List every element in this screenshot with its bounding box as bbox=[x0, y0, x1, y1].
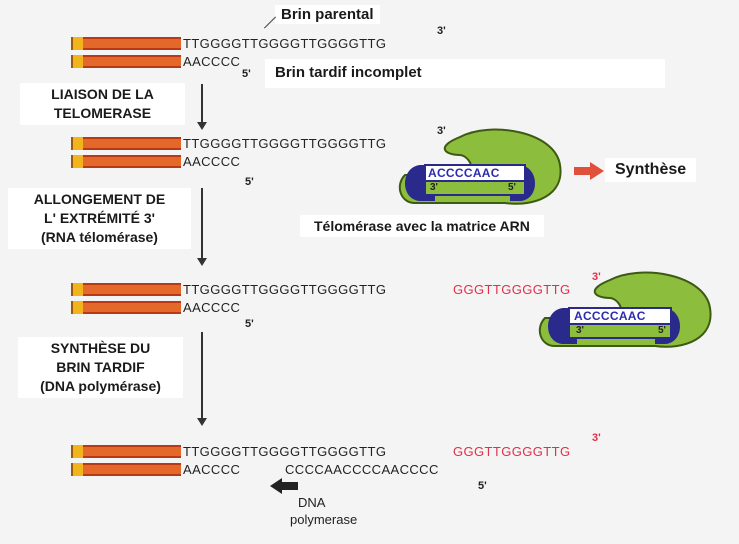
telomerase-enzyme-2 bbox=[538, 271, 712, 348]
dna-polymerase-arrow-icon bbox=[270, 478, 298, 494]
step-allongement: ALLONGEMENT DE L' EXTRÉMITÉ 3' (RNA télo… bbox=[8, 188, 191, 249]
arrow-down-3 bbox=[197, 332, 207, 426]
seq-new-lagging: CCCCAACCCCAACCCC bbox=[285, 462, 439, 477]
seq-extension-3: GGGTTGGGGTTG bbox=[453, 282, 571, 297]
template-3-1: 3' bbox=[430, 182, 438, 193]
seq-tardif-4: AACCCC bbox=[183, 462, 241, 477]
strand-bar-parental-2 bbox=[71, 137, 181, 150]
strand-bar-parental-1 bbox=[71, 37, 181, 50]
rna-template-1: ACCCCAAC bbox=[428, 166, 500, 180]
strand-bar-tardif-4 bbox=[71, 463, 181, 476]
rna-template-2: ACCCCAAC bbox=[574, 309, 646, 323]
template-3-2: 3' bbox=[576, 325, 584, 336]
seq-tardif-1: AACCCC bbox=[183, 54, 241, 69]
strand-bar-parental-4 bbox=[71, 445, 181, 458]
label-synthese: Synthèse bbox=[605, 158, 697, 182]
end-5-1: 5' bbox=[242, 68, 251, 80]
step-allongement-line3: (RNA télomérase) bbox=[41, 229, 158, 245]
step-synthese-line1: SYNTHÈSE DU bbox=[50, 340, 151, 356]
arrow-down-1 bbox=[197, 84, 207, 130]
step-synthese-line2: BRIN TARDIF bbox=[56, 359, 145, 375]
seq-tardif-3: AACCCC bbox=[183, 300, 241, 315]
step-synthese-line3: (DNA polymérase) bbox=[40, 378, 161, 394]
end-5-4: 5' bbox=[478, 480, 487, 492]
strand-bar-tardif-2 bbox=[71, 155, 181, 168]
strand-bar-tardif-1 bbox=[71, 55, 181, 68]
label-brin-parental: Brin parental bbox=[275, 5, 380, 24]
arrow-down-2 bbox=[197, 188, 207, 266]
telomerase-enzyme-1 bbox=[398, 128, 562, 205]
step-liaison-line2: TELOMERASE bbox=[53, 105, 152, 121]
step-liaison: LIAISON DE LA TELOMERASE bbox=[20, 83, 185, 125]
strand-bar-tardif-3 bbox=[71, 301, 181, 314]
label-dna-polymerase: DNA polymerase bbox=[290, 494, 357, 528]
step-liaison-line1: LIAISON DE LA bbox=[51, 86, 154, 102]
strand-bar-parental-3 bbox=[71, 283, 181, 296]
step-synthese-brin: SYNTHÈSE DU BRIN TARDIF (DNA polymérase) bbox=[18, 337, 183, 398]
template-5-2: 5' bbox=[658, 325, 666, 336]
seq-parental-3: TTGGGGTTGGGGTTGGGGTTG bbox=[183, 282, 387, 297]
end-3-3: 3' bbox=[592, 271, 601, 283]
seq-parental-4: TTGGGGTTGGGGTTGGGGTTG bbox=[183, 444, 387, 459]
template-5-1: 5' bbox=[508, 182, 516, 193]
label-dna: DNA bbox=[298, 495, 326, 510]
step-allongement-line2: L' EXTRÉMITÉ 3' bbox=[44, 210, 155, 226]
label-brin-tardif: Brin tardif incomplet bbox=[265, 59, 665, 88]
synthese-arrow-icon bbox=[574, 162, 604, 180]
label-polymerase: polymerase bbox=[290, 512, 358, 527]
seq-extension-4: GGGTTGGGGTTG bbox=[453, 444, 571, 459]
end-3-1: 3' bbox=[437, 25, 446, 37]
step-allongement-line1: ALLONGEMENT DE bbox=[33, 191, 166, 207]
end-5-2: 5' bbox=[245, 176, 254, 188]
seq-tardif-2: AACCCC bbox=[183, 154, 241, 169]
label-telomerase-matrice: Télomérase avec la matrice ARN bbox=[300, 215, 544, 237]
end-3-4: 3' bbox=[592, 432, 601, 444]
end-3-2: 3' bbox=[437, 125, 446, 137]
seq-parental-2: TTGGGGTTGGGGTTGGGGTTG bbox=[183, 136, 387, 151]
end-5-3: 5' bbox=[245, 318, 254, 330]
seq-parental-1: TTGGGGTTGGGGTTGGGGTTG bbox=[183, 36, 387, 51]
